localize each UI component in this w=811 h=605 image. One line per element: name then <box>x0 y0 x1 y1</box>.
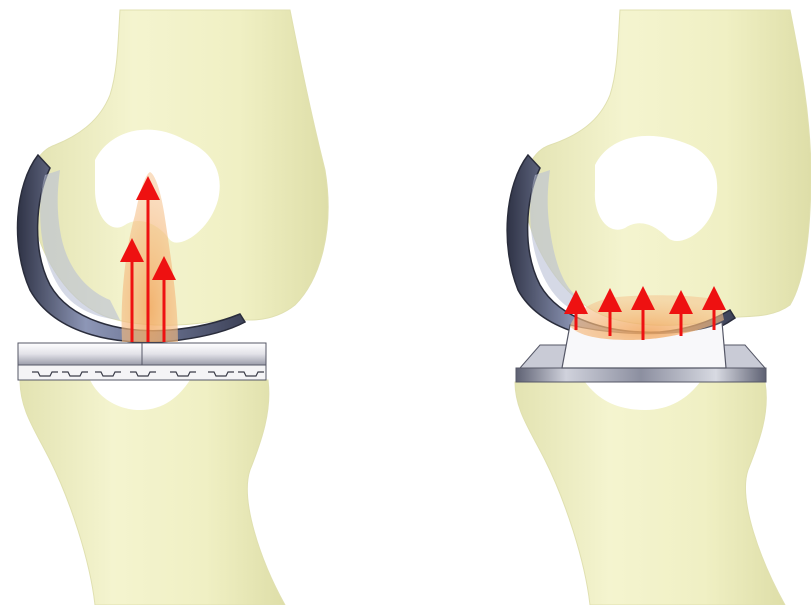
right-tibial-tray <box>516 368 766 382</box>
right-tibia <box>515 382 785 605</box>
left-tibia <box>20 380 285 605</box>
right-panel <box>507 10 811 605</box>
right-femoral-notch <box>595 136 717 241</box>
left-panel <box>18 10 329 605</box>
